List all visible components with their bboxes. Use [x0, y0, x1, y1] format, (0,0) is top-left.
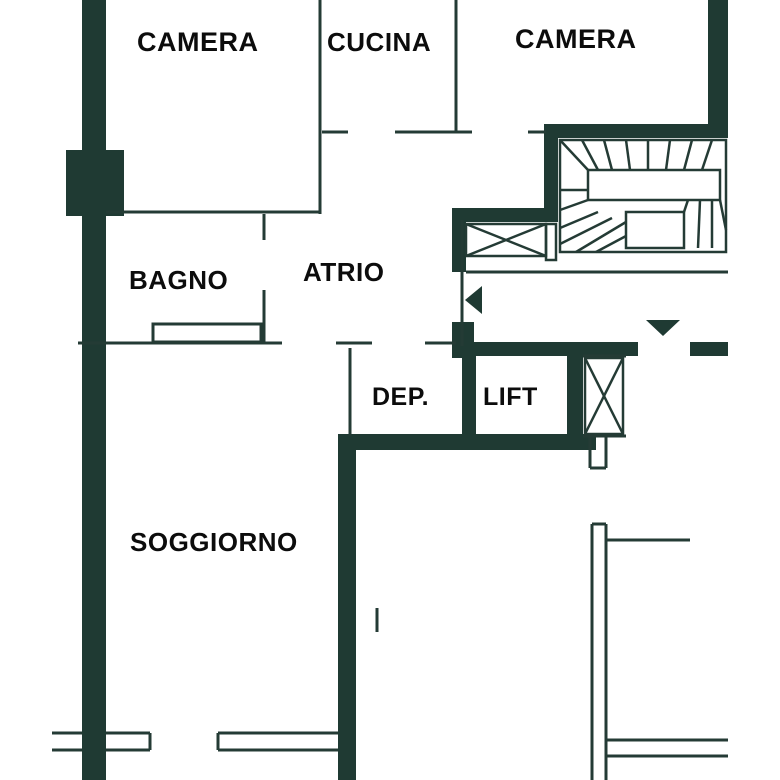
stair-landing-crossed-box [464, 222, 558, 262]
lift-shaft-icon [583, 356, 625, 436]
arrow-down-icon [646, 320, 680, 336]
left-outer-wall [82, 0, 106, 780]
stairwell-top-wall [452, 208, 558, 222]
room-label-atrio: ATRIO [303, 257, 385, 287]
room-label-bagno: BAGNO [129, 265, 229, 295]
stair-enclosure-left-wall [544, 124, 558, 220]
staircase-icon [558, 138, 728, 254]
stairwell-left-wall [452, 208, 466, 272]
room-label-soggiorno: SOGGIORNO [130, 527, 298, 557]
soggiorno-top-right-wall [338, 434, 596, 450]
room-label-dep: DEP. [372, 383, 430, 411]
stair-enclosure-top-wall [546, 124, 728, 138]
room-label-lift: LIFT [483, 383, 538, 411]
lift-right-wall [567, 342, 583, 448]
corridor-bottom-wall-left [452, 342, 638, 356]
pillar [66, 150, 124, 216]
top-right-wall [708, 0, 728, 138]
dep-lift-divider-wall [462, 342, 476, 438]
partitions [52, 0, 728, 780]
arrow-left-icon [465, 286, 482, 314]
soggiorno-right-wall [338, 434, 356, 780]
room-label-camera-right: CAMERA [515, 24, 637, 54]
room-label-cucina: CUCINA [327, 27, 432, 57]
bathtub [151, 322, 263, 344]
room-label-camera-left: CAMERA [137, 27, 259, 57]
walls [66, 0, 728, 780]
corridor-bottom-wall-right [690, 342, 728, 356]
